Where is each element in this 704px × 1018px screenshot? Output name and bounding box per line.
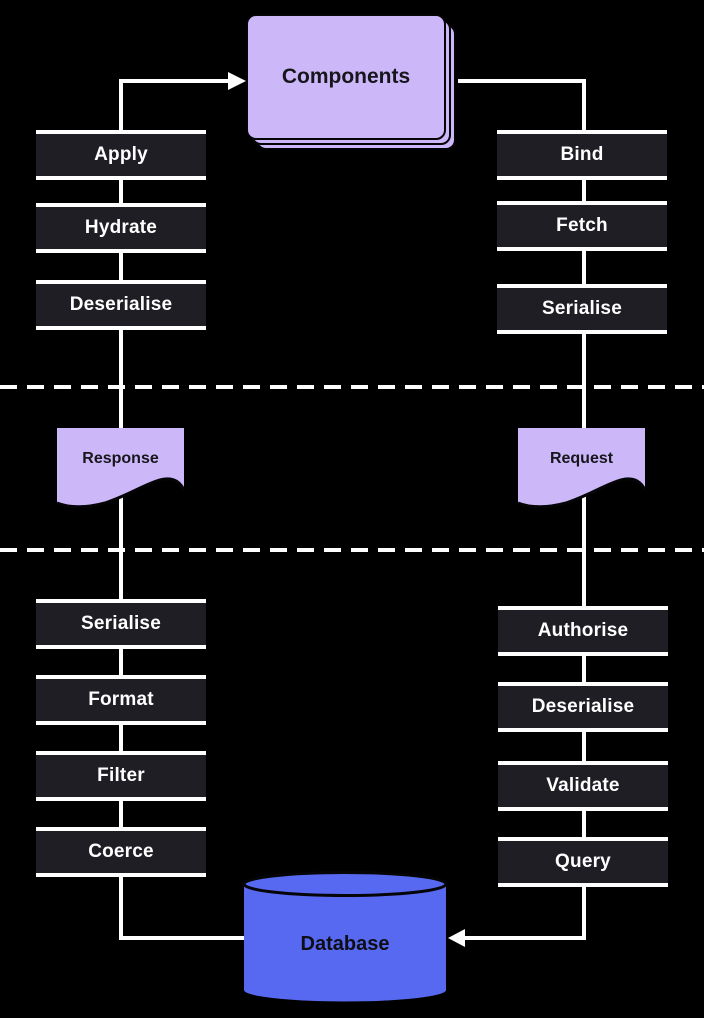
step-hydrate: Hydrate	[36, 203, 206, 253]
components-card: Components	[246, 14, 446, 140]
bottom-left-horizontal-connector-line	[119, 936, 245, 940]
step-filter: Filter	[36, 751, 206, 801]
database-cylinder	[242, 871, 448, 1002]
step-serialise-request: Serialise	[497, 284, 667, 334]
arrowhead-into-database-icon	[448, 929, 465, 947]
response-doc: Response	[57, 428, 184, 512]
step-format: Format	[36, 675, 206, 725]
database-node: Database	[241, 870, 449, 1005]
right-vertical-connector-line	[582, 79, 586, 940]
components-label: Components	[281, 65, 411, 88]
bottom-right-horizontal-connector-line	[464, 936, 586, 940]
top-left-horizontal-connector-line	[119, 79, 229, 83]
step-query: Query	[498, 837, 668, 887]
cylinder-body	[244, 884, 446, 1002]
upper-boundary-dashed-line	[0, 385, 704, 389]
top-right-horizontal-connector-line	[458, 79, 586, 83]
lower-boundary-dashed-line	[0, 548, 704, 552]
request-label: Request	[549, 450, 614, 467]
request-doc-shape	[518, 428, 645, 509]
step-serialise-response: Serialise	[36, 599, 206, 649]
cylinder-top-ellipse	[242, 871, 448, 897]
request-doc: Request	[518, 428, 645, 512]
step-authorise: Authorise	[498, 606, 668, 656]
database-label: Database	[300, 933, 390, 955]
response-label: Response	[82, 450, 159, 467]
step-bind: Bind	[497, 130, 667, 180]
step-fetch: Fetch	[497, 201, 667, 251]
arrowhead-into-components-icon	[228, 72, 246, 90]
step-deserialise-response: Deserialise	[36, 280, 206, 330]
components-node: Components	[246, 14, 458, 152]
step-apply: Apply	[36, 130, 206, 180]
step-coerce: Coerce	[36, 827, 206, 877]
left-vertical-connector-line	[119, 79, 123, 940]
response-doc-shape	[57, 428, 184, 509]
step-deserialise-request: Deserialise	[498, 682, 668, 732]
step-validate: Validate	[498, 761, 668, 811]
